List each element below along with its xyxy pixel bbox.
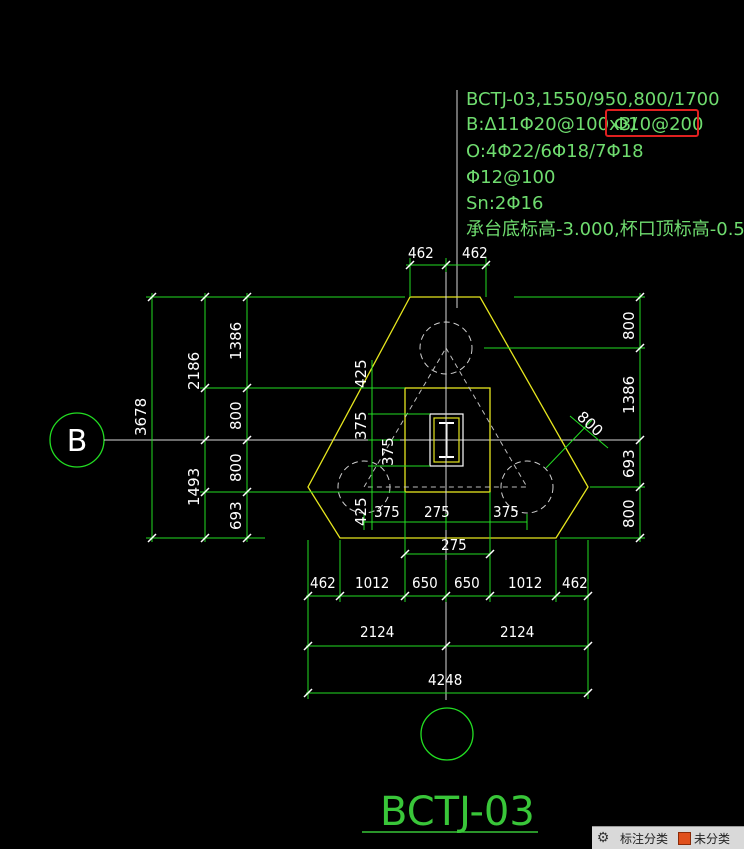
- dim-top-right: 462: [462, 244, 488, 262]
- dim-bot-2124a: 2124: [360, 623, 394, 641]
- pile-right: [500, 460, 554, 514]
- dim-right-693: 693: [620, 449, 638, 478]
- dim-left-693: 693: [227, 501, 245, 530]
- annotation-line3: O:4Φ22/6Φ18/7Φ18: [466, 141, 644, 162]
- axis-label: B: [67, 424, 88, 459]
- dim-left-1493: 1493: [185, 468, 203, 506]
- dim-bot-650a: 650: [412, 574, 438, 592]
- dim-bot-1012b: 1012: [508, 574, 542, 592]
- cup-outline: [404, 387, 491, 493]
- drawing-title: BCTJ-03: [380, 789, 535, 835]
- highlight-box: [605, 109, 699, 137]
- triangular-cap: [307, 296, 589, 539]
- pile-cap-outline[interactable]: [307, 260, 589, 700]
- dim-top-left: 462: [408, 244, 434, 262]
- dim-left-outer: 3678: [132, 398, 150, 436]
- unclassified-label[interactable]: 未分类: [694, 831, 731, 846]
- dim-inner-275a: 275: [424, 503, 450, 521]
- dim-inner-375d: 375: [493, 503, 519, 521]
- dim-inner-375b: 375: [379, 437, 397, 466]
- dim-inner-425b: 425: [352, 497, 370, 526]
- dim-left-800a: 800: [227, 401, 245, 430]
- dim-bot-1012a: 1012: [355, 574, 389, 592]
- annotation-line2-highlight: Φ10@200: [614, 114, 703, 135]
- dim-left-2186: 2186: [185, 352, 203, 390]
- grid-view-icon[interactable]: ⚙: [596, 830, 610, 846]
- dim-left-1386: 1386: [227, 322, 245, 360]
- dimension-ticks: [147, 260, 645, 698]
- annotation-line6: 承台底标高-3.000,杯口顶标高-0.500: [466, 219, 744, 240]
- annotation-category-label[interactable]: 标注分类: [620, 831, 669, 846]
- dimension-lines: [146, 258, 645, 699]
- annotation-line2-prefix: B:Δ11Φ20@100x3/: [466, 114, 638, 135]
- status-bar: ⚙ 标注分类 未分类: [592, 826, 744, 849]
- dimension-texts: 462 462 3678 2186 1493 1386 800 800 693 …: [132, 244, 638, 689]
- dim-inner-375c: 375: [374, 503, 400, 521]
- drawing-title-block: BCTJ-03: [362, 707, 538, 835]
- dim-bot-462a: 462: [310, 574, 336, 592]
- dim-right-1386: 1386: [620, 376, 638, 414]
- dim-bot-2124b: 2124: [500, 623, 534, 641]
- annotation-line5: Sn:2Φ16: [466, 193, 543, 214]
- dim-right-800a: 800: [620, 311, 638, 340]
- category-color-swatch: [678, 831, 692, 845]
- dim-inner-425a: 425: [352, 359, 370, 388]
- dim-right-800b: 800: [620, 499, 638, 528]
- dim-bot-650b: 650: [454, 574, 480, 592]
- dim-diag-800: 800: [573, 408, 606, 441]
- dim-inner-275b: 275: [441, 536, 467, 554]
- dim-bot-4248: 4248: [428, 671, 462, 689]
- rebar-annotation: BCTJ-03,1550/950,800/1700 B:Δ11Φ20@100x3…: [456, 89, 744, 308]
- dim-bot-462b: 462: [562, 574, 588, 592]
- dim-left-800b: 800: [227, 453, 245, 482]
- annotation-line1: BCTJ-03,1550/950,800/1700: [466, 89, 720, 110]
- annotation-line4: Φ12@100: [466, 167, 555, 188]
- dim-inner-375a: 375: [352, 411, 370, 440]
- bottom-axis-bubble: [420, 707, 474, 761]
